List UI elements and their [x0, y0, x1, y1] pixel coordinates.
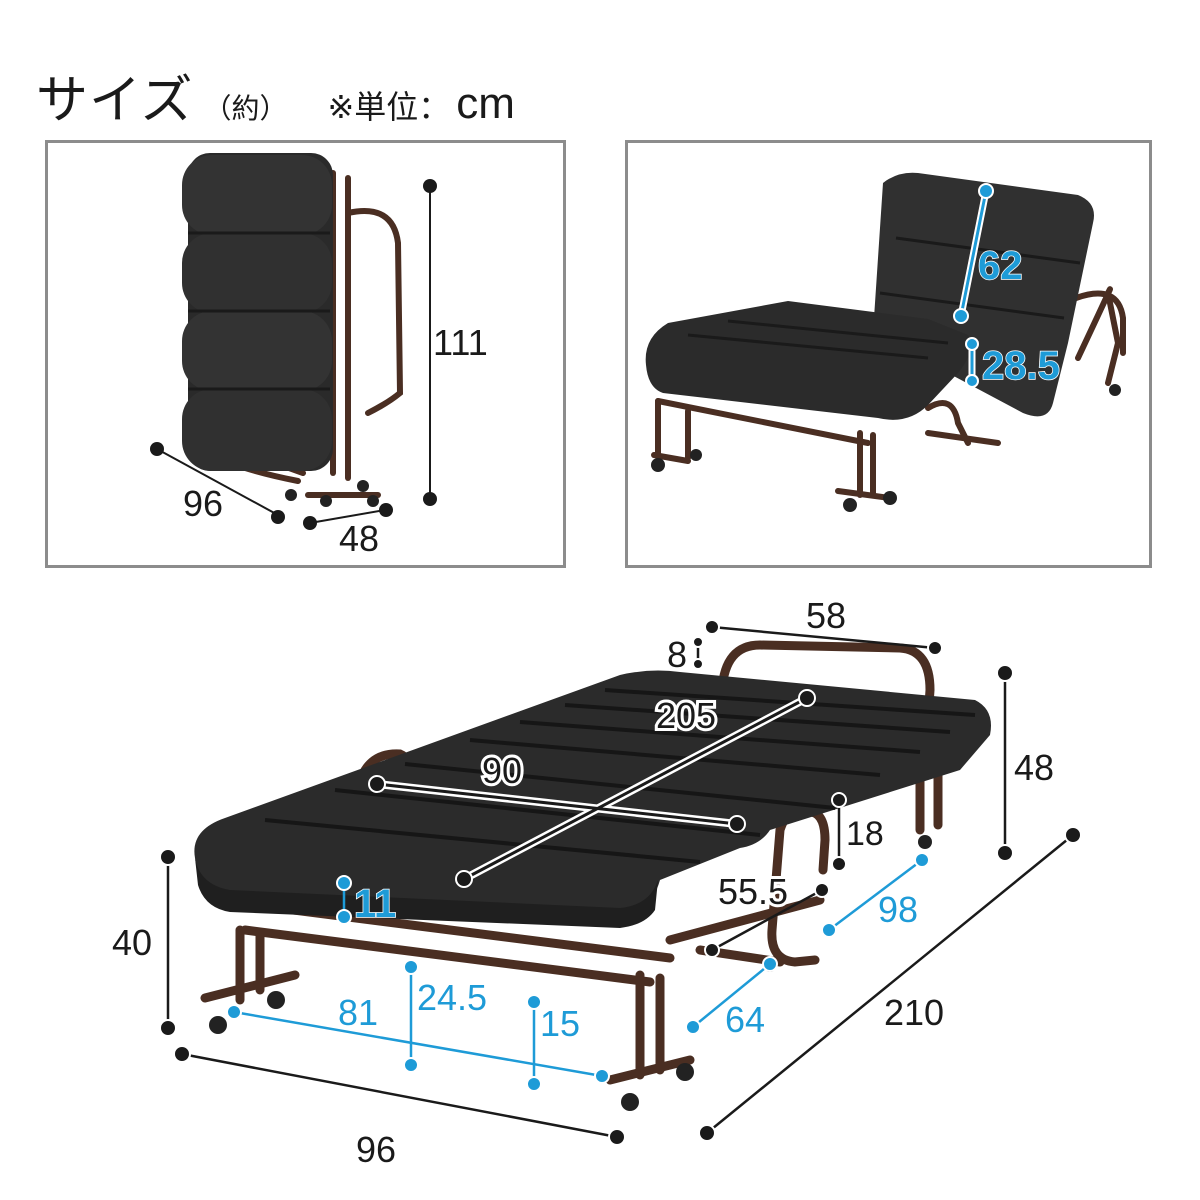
bed-frame: [200, 640, 943, 1085]
reclined-frame: [651, 286, 1126, 501]
leg-span-front-label: 64: [725, 999, 765, 1040]
mattress-seams: [264, 688, 976, 864]
reclined-dimension-dots: [953, 183, 994, 388]
bed-mattress: [194, 670, 991, 928]
reclined-bed-illustration: 62 28.5: [645, 172, 1126, 512]
reclined-mattress: [645, 172, 1094, 420]
folded-bed-panel: 96 48 111: [45, 140, 566, 568]
folded-width-label: 48: [339, 518, 379, 559]
folded-dimension-dots: [150, 179, 437, 530]
approx-label: （約）: [203, 93, 288, 124]
title-text: サイズ: [36, 72, 194, 130]
leg-span-width-label: 81: [338, 992, 378, 1033]
folded-height-label: 111: [433, 322, 488, 363]
footboard-height-label: 18: [846, 815, 884, 853]
overall-width-label: 96: [356, 1129, 396, 1170]
headboard-offset-label: 8: [667, 634, 687, 675]
folded-bed-illustration: 96 48 111: [150, 153, 488, 559]
black-dimension-lines: [166, 625, 1074, 1139]
headboard-width-label: 58: [806, 595, 846, 636]
reclined-bed-panel: 62 28.5: [625, 140, 1152, 568]
mattress-length-label: 205: [656, 695, 716, 736]
backrest-length-label: 62: [978, 244, 1023, 288]
mattress-thickness-label: 11: [354, 882, 396, 926]
mattress-width-label: 90: [482, 750, 522, 791]
folded-depth-label: 96: [183, 483, 223, 524]
bed-casters: [209, 835, 932, 1111]
folded-mattress: [182, 153, 333, 471]
bed-height-label: 40: [112, 922, 152, 963]
blue-dimension-lines: [233, 859, 923, 1084]
unit-value: cm: [456, 79, 515, 128]
under-clearance-center-label: 15: [540, 1003, 580, 1044]
reclined-casters: [651, 384, 1121, 512]
footboard-width-label: 55.5: [718, 871, 788, 912]
folded-dimension-lines: [156, 187, 431, 524]
unit-note: ※単位：: [327, 89, 451, 125]
seat-gap-label: 28.5: [982, 344, 1060, 388]
page-title: サイズ （約） ※単位： cm: [36, 58, 515, 130]
folded-casters: [285, 480, 379, 507]
mattress-dimension-lines-inner: [376, 696, 808, 881]
black-dimension-dots: [159, 619, 1082, 1146]
under-clearance-side-label: 24.5: [417, 977, 487, 1018]
mattress-dimension-lines: [376, 694, 809, 883]
leg-span-rear-label: 98: [878, 889, 918, 930]
headboard-height-label: 48: [1014, 747, 1054, 788]
overall-length-label: 210: [884, 992, 944, 1033]
blue-dimension-dots: [226, 852, 930, 1092]
